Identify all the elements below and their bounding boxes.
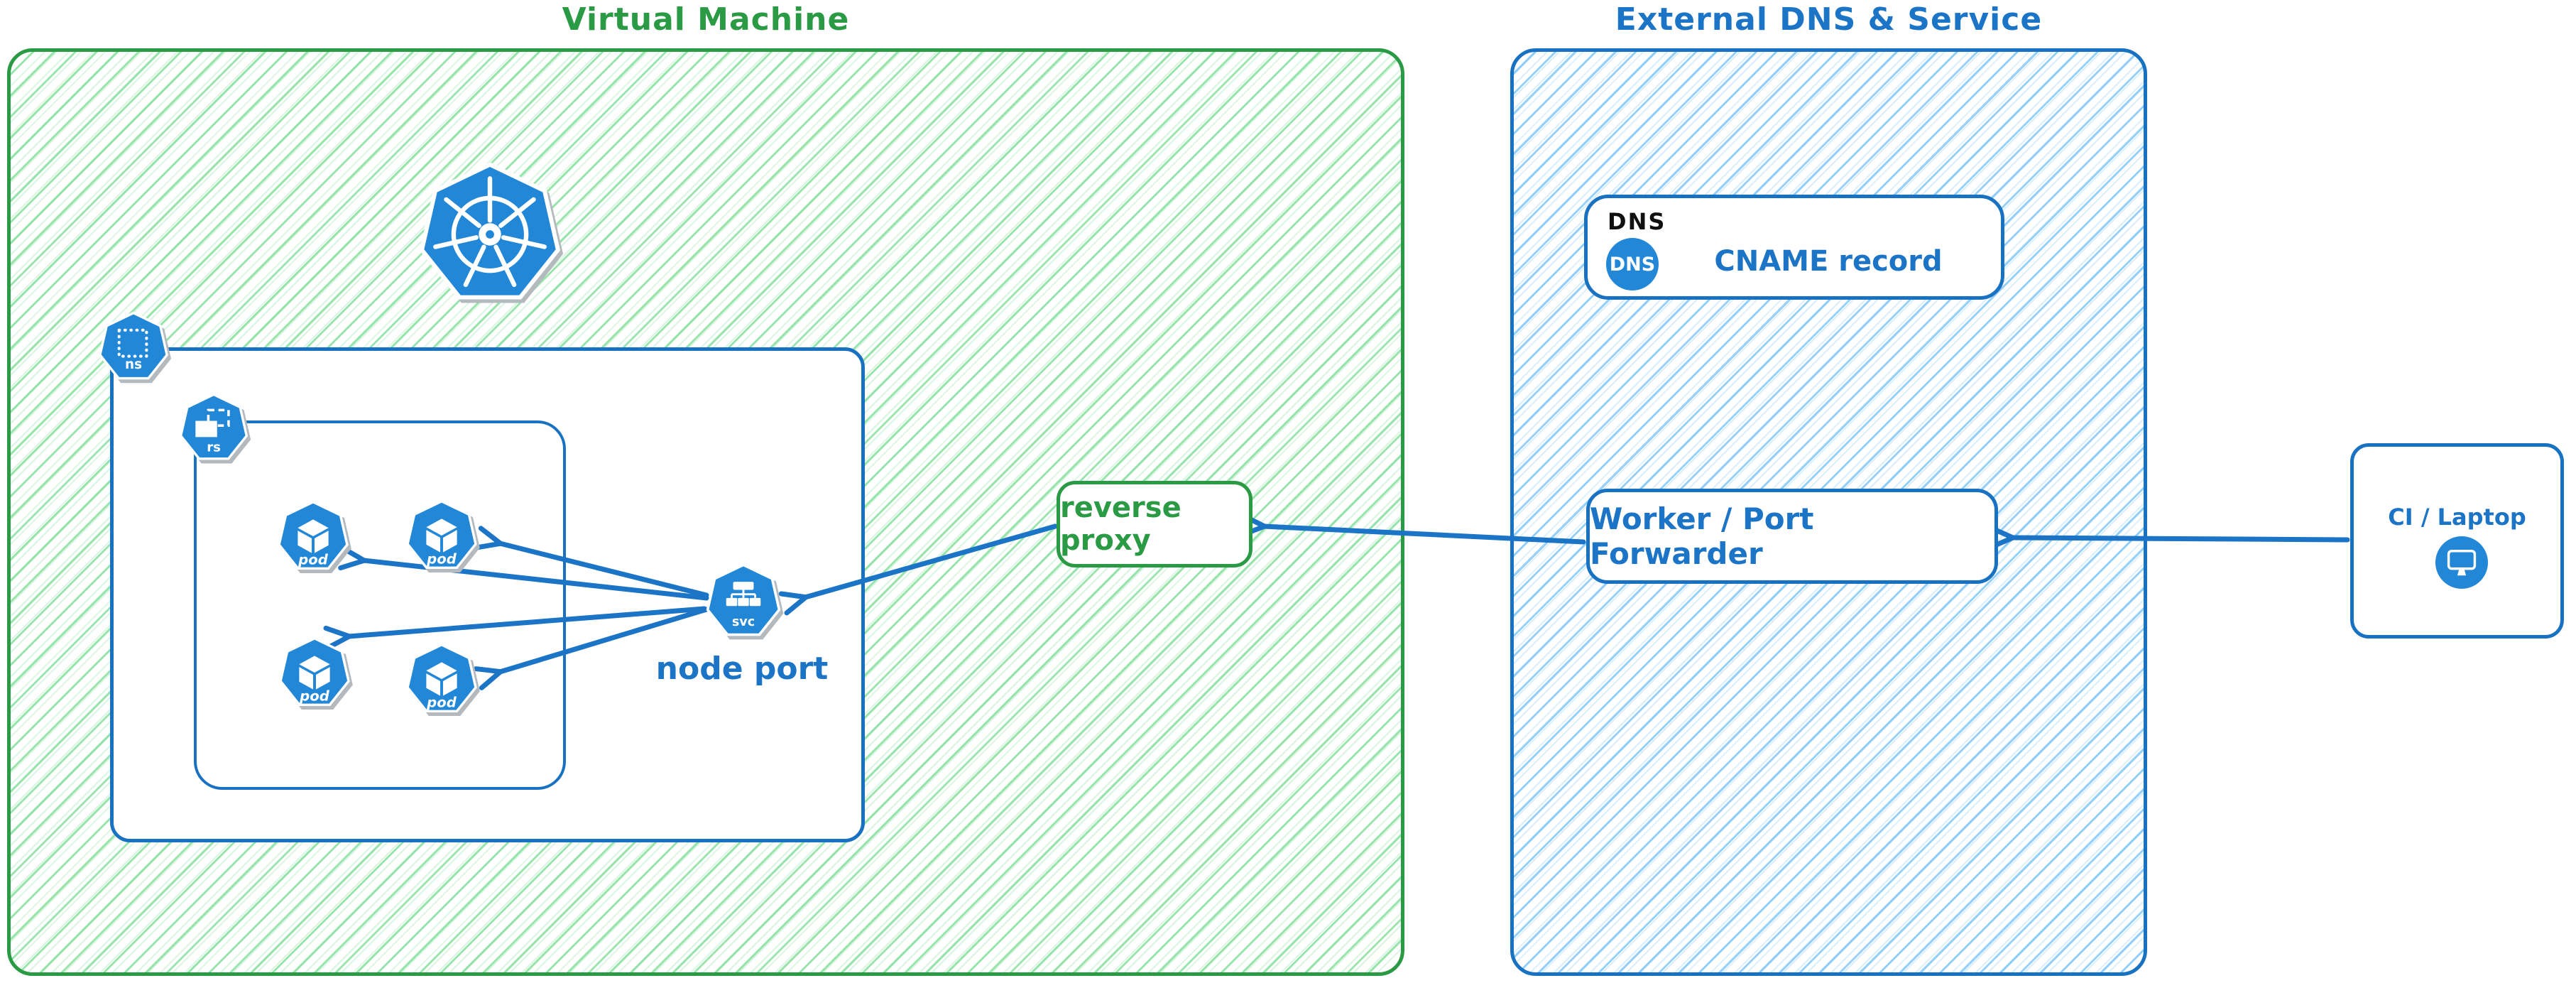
pod-icon: pod [279,636,350,707]
worker-port-forwarder-box: Worker / Port Forwarder [1586,489,1998,584]
ci-laptop-label: CI / Laptop [2388,504,2526,531]
reverse-proxy-box: reverse proxy [1057,481,1252,567]
replicaset-icon-label: rs [207,440,221,455]
service-icon-label: svc [732,615,755,629]
monitor-icon [2435,536,2488,589]
reverse-proxy-label: reverse proxy [1060,492,1181,557]
pod-icon: pod [278,500,349,570]
namespace-icon: ns [99,311,168,380]
replicaset-icon: rs [179,393,249,460]
ci-laptop-box: CI / Laptop [2350,443,2564,639]
dns-badge-label: DNS [1609,253,1656,276]
namespace-icon-label: ns [125,357,142,372]
external-dns-title: External DNS & Service [1615,1,2043,38]
dns-card: DNS DNS CNAME record [1584,195,2004,300]
cname-record-label: CNAME record [1714,245,1943,278]
pod-icon-label: pod [298,551,329,567]
pod-icon: pod [406,643,477,713]
pod-icon-label: pod [426,550,457,567]
replicaset-box [194,420,566,790]
kubernetes-logo-icon [419,162,561,300]
pod-icon-label: pod [426,694,457,710]
dns-corner-label: DNS [1608,208,1666,235]
dns-badge-icon: DNS [1606,238,1659,290]
pod-icon-label: pod [299,688,330,704]
worker-port-forwarder-label: Worker / Port Forwarder [1590,501,1814,571]
node-port-label: node port [655,651,829,687]
virtual-machine-title: Virtual Machine [562,1,850,38]
pod-icon: pod [406,499,477,570]
service-icon: svc [706,563,781,636]
